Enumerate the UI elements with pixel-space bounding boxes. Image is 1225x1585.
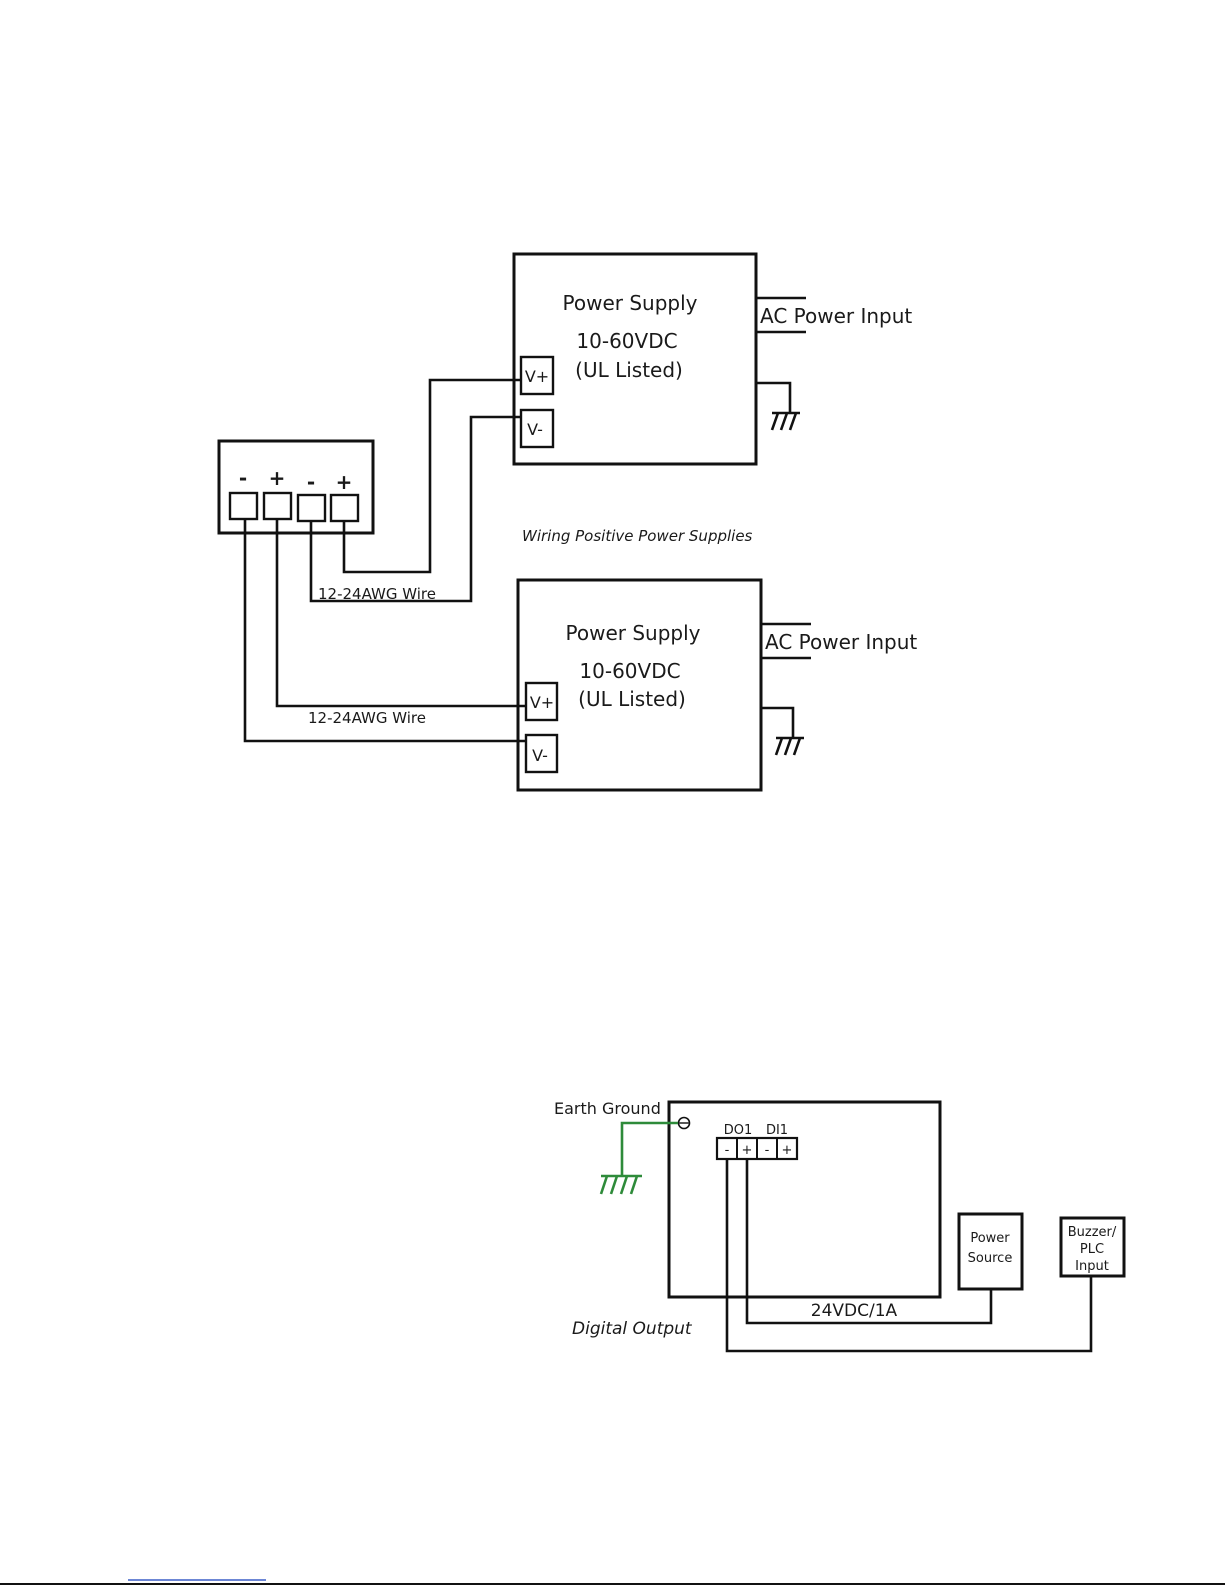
- wire-plus1-to-bottom-vplus: [277, 519, 526, 706]
- ground-icon: [772, 413, 800, 430]
- power-supply-bottom-vminus-label: V-: [532, 746, 548, 765]
- ac-power-input-top-label: AC Power Input: [760, 304, 912, 328]
- buzzer-label-line2: PLC: [1080, 1242, 1104, 1257]
- power-source-label-line1: Power: [970, 1231, 1010, 1246]
- power-supply-top: Power Supply 10-60VDC (UL Listed) V+ V- …: [514, 254, 912, 464]
- terminal-sign-1: -: [239, 466, 247, 490]
- ground-icon: [776, 738, 804, 755]
- ground-lead-top: [756, 383, 790, 413]
- ground-icon: [601, 1176, 642, 1194]
- power-supply-bottom: Power Supply 10-60VDC (UL Listed) V+ V- …: [518, 580, 917, 790]
- wire-gauge-label-bottom: 12-24AWG Wire: [308, 709, 426, 727]
- wire-minus1-to-bottom-vminus: [245, 519, 526, 741]
- io-pin-sign-3: -: [765, 1143, 770, 1158]
- terminal-sign-4: +: [336, 470, 353, 494]
- terminal-slot-3: [298, 495, 325, 521]
- digital-output-diagram: Earth Ground DO1 DI1 - + - + Power Sourc…: [554, 1099, 1124, 1351]
- rating-label: 24VDC/1A: [811, 1301, 898, 1321]
- power-supply-bottom-vplus-label: V+: [530, 693, 554, 712]
- buzzer-label-line3: Input: [1075, 1259, 1109, 1274]
- di1-label: DI1: [766, 1123, 788, 1138]
- earth-ground-label: Earth Ground: [554, 1099, 661, 1118]
- terminal-slot-2: [264, 493, 291, 519]
- power-supply-top-title: Power Supply: [563, 291, 698, 315]
- terminal-slot-1: [230, 493, 257, 519]
- power-supply-bottom-title: Power Supply: [566, 621, 701, 645]
- power-source-label-line2: Source: [968, 1251, 1013, 1266]
- io-pin-sign-4: +: [782, 1143, 793, 1158]
- device-body: [669, 1102, 940, 1297]
- terminal-sign-2: +: [269, 466, 286, 490]
- io-pin-sign-2: +: [742, 1143, 753, 1158]
- terminal-slot-4: [331, 495, 358, 521]
- power-supply-top-vminus-label: V-: [527, 420, 543, 439]
- power-supply-top-vplus-label: V+: [525, 367, 549, 386]
- positive-wiring-diagram: Power Supply 10-60VDC (UL Listed) V+ V- …: [219, 254, 917, 790]
- power-supply-bottom-listing: (UL Listed): [578, 687, 686, 711]
- digital-output-caption: Digital Output: [572, 1319, 693, 1339]
- device-terminal-block: - + - +: [219, 441, 373, 533]
- positive-wiring-caption: Wiring Positive Power Supplies: [522, 527, 753, 545]
- power-supply-top-listing: (UL Listed): [575, 358, 683, 382]
- io-pin-sign-1: -: [725, 1143, 730, 1158]
- ground-lead-bottom: [761, 708, 793, 738]
- power-supply-bottom-voltage: 10-60VDC: [579, 659, 680, 683]
- wire-gauge-label-top: 12-24AWG Wire: [318, 585, 436, 603]
- ac-power-input-bottom-label: AC Power Input: [765, 630, 917, 654]
- terminal-sign-3: -: [307, 470, 315, 494]
- do1-label: DO1: [724, 1123, 753, 1138]
- buzzer-label-line1: Buzzer/: [1068, 1225, 1117, 1240]
- power-supply-top-voltage: 10-60VDC: [576, 329, 677, 353]
